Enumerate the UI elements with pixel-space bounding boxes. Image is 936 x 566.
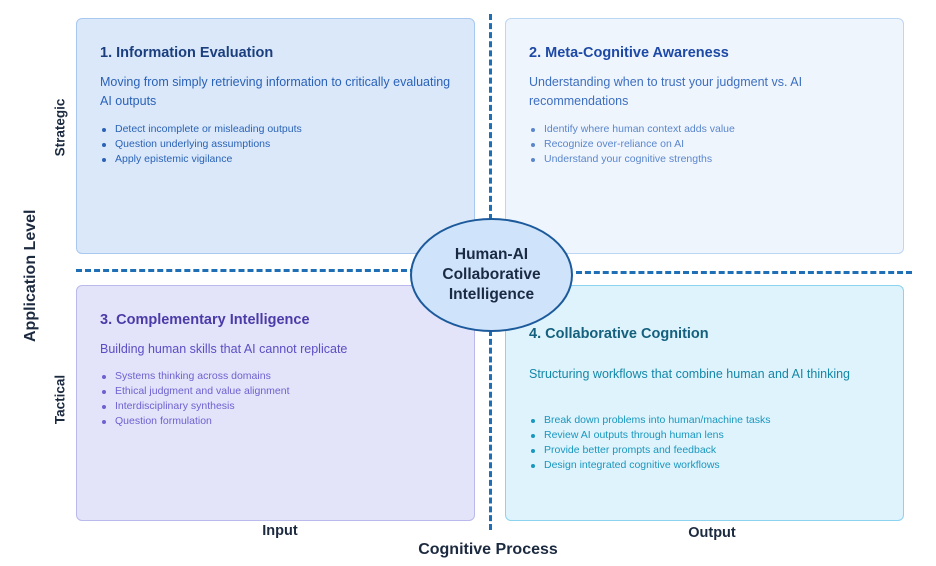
quadrant-subtitle: Understanding when to trust your judgmen… [529,75,803,108]
list-item: Understand your cognitive strengths [529,152,735,167]
list-item: Design integrated cognitive workflows [529,458,770,473]
list-item: Provide better prompts and feedback [529,443,770,458]
quadrant-information-evaluation: 1. Information Evaluation Moving from si… [76,18,475,254]
horizontal-divider-left [76,269,416,272]
quadrant-bullet-list: Systems thinking across domains Ethical … [100,369,290,429]
quadrant-bullet-list: Detect incomplete or misleading outputs … [100,122,302,167]
x-axis-left-label: Input [262,523,298,539]
list-item: Break down problems into human/machine t… [529,413,770,428]
list-item: Systems thinking across domains [100,369,290,384]
quadrant-bullet-list: Identify where human context adds value … [529,122,735,167]
y-axis-title: Application Level [22,209,39,342]
horizontal-divider-right [576,271,912,274]
quadrant-title: 4. Collaborative Cognition [529,326,709,342]
list-item: Identify where human context adds value [529,122,735,137]
quadrant-title: 1. Information Evaluation [100,45,274,61]
list-item: Recognize over-reliance on AI [529,137,735,152]
list-item: Review AI outputs through human lens [529,428,770,443]
center-oval: Human-AI Collaborative Intelligence [410,218,573,332]
quadrant-subtitle: Moving from simply retrieving informatio… [100,75,451,108]
y-axis-top-label: Strategic [52,98,68,157]
x-axis-right-label: Output [688,525,736,541]
x-axis-title: Cognitive Process [418,541,558,558]
list-item: Detect incomplete or misleading outputs [100,122,302,137]
quadrant-title: 3. Complementary Intelligence [100,312,310,328]
list-item: Ethical judgment and value alignment [100,384,290,399]
quadrant-collaborative-cognition: 4. Collaborative Cognition Structuring w… [505,285,904,521]
quadrant-meta-cognitive-awareness: 2. Meta-Cognitive Awareness Understandin… [505,18,904,254]
vertical-divider-bottom [489,330,492,530]
list-item: Apply epistemic vigilance [100,152,302,167]
vertical-divider-top [489,14,492,220]
list-item: Question underlying assumptions [100,137,302,152]
quadrant-subtitle: Structuring workflows that combine human… [529,367,851,381]
quadrant-bullet-list: Break down problems into human/machine t… [529,413,770,473]
center-label: Human-AI Collaborative Intelligence [442,246,541,303]
list-item: Question formulation [100,414,290,429]
quadrant-title: 2. Meta-Cognitive Awareness [529,45,729,61]
quadrant-subtitle: Building human skills that AI cannot rep… [100,342,348,356]
y-axis-bottom-label: Tactical [52,374,68,425]
list-item: Interdisciplinary synthesis [100,399,290,414]
quadrant-complementary-intelligence: 3. Complementary Intelligence Building h… [76,285,475,521]
